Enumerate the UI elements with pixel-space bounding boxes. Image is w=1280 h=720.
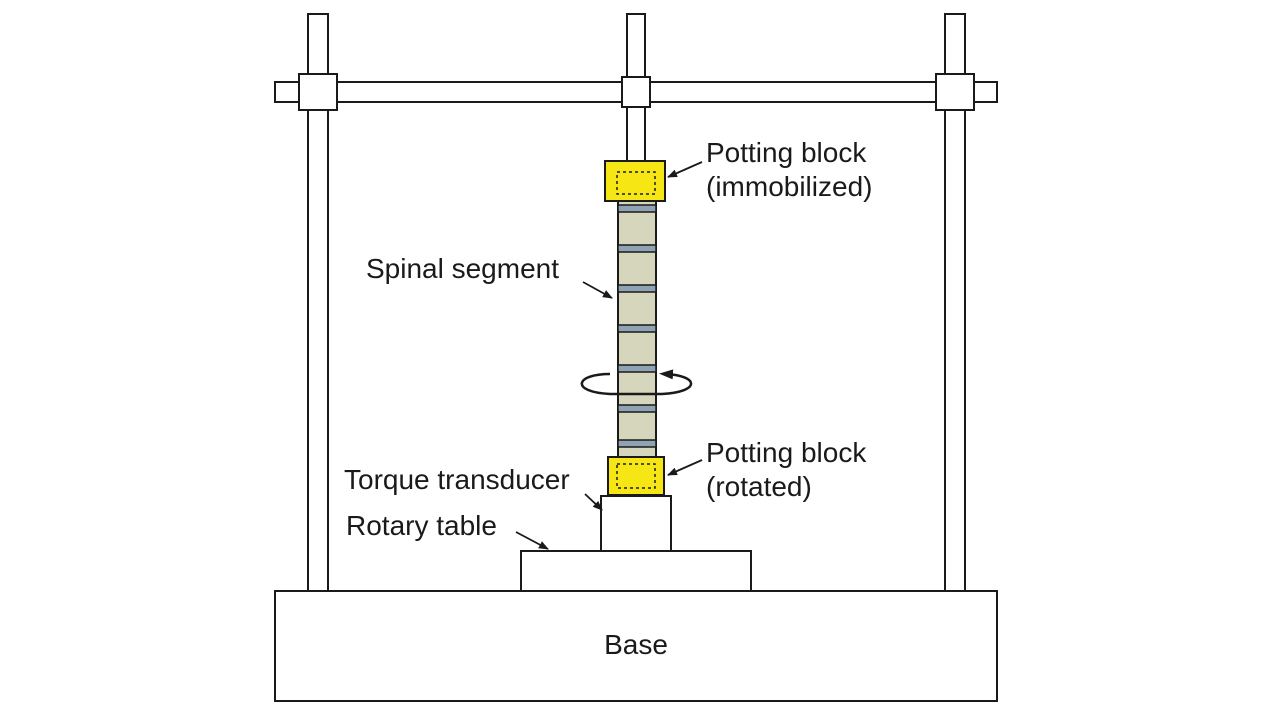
center-joint	[621, 76, 651, 108]
frame	[274, 13, 998, 593]
bottom-potting-block	[607, 456, 665, 496]
torque-transducer	[600, 495, 672, 552]
label-torque-transducer: Torque transducer	[344, 464, 570, 495]
leader-arrows	[515, 161, 703, 550]
intervertebral-disc	[617, 284, 657, 293]
arrow-top-potting	[667, 161, 703, 178]
arrow-torque-transducer	[584, 493, 603, 511]
intervertebral-disc	[617, 404, 657, 413]
intervertebral-disc	[617, 364, 657, 373]
arrow-spinal-segment	[582, 281, 613, 299]
left-joint	[298, 73, 338, 111]
intervertebral-disc	[617, 324, 657, 333]
top-potting-block	[604, 160, 666, 202]
intervertebral-disc	[617, 204, 657, 213]
label-potting-block-bottom-line1: Potting block	[706, 437, 867, 468]
bottom-potting-inner-outline	[616, 463, 656, 489]
intervertebral-disc	[617, 439, 657, 448]
arrow-bottom-potting	[667, 459, 703, 476]
rotation-arrow-icon	[580, 369, 693, 396]
arrow-rotary-table	[515, 531, 549, 550]
right-joint	[935, 73, 975, 111]
label-rotary-table: Rotary table	[346, 510, 497, 541]
rotary-table	[520, 550, 752, 592]
base-label: Base	[604, 629, 668, 660]
intervertebral-disc	[617, 244, 657, 253]
spinal-segment	[617, 200, 657, 458]
label-potting-block-top-line1: Potting block	[706, 137, 867, 168]
label-potting-block-top-line2: (immobilized)	[706, 171, 872, 202]
label-spinal-segment: Spinal segment	[366, 253, 559, 284]
top-potting-inner-outline	[616, 171, 656, 195]
label-potting-block-bottom-line2: (rotated)	[706, 471, 812, 502]
